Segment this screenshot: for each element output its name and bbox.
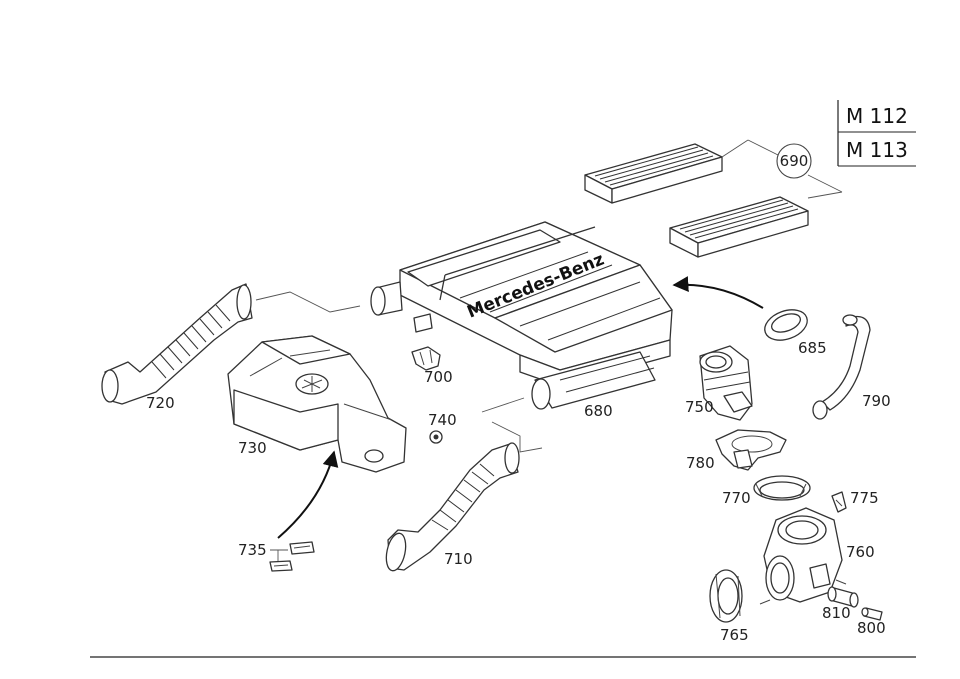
leader-720 bbox=[255, 291, 361, 313]
intake-duct-710 bbox=[385, 442, 520, 572]
part-label-750: 750 bbox=[685, 398, 714, 416]
plug-800 bbox=[861, 607, 883, 621]
air-mass-sensor-750 bbox=[699, 345, 753, 421]
part-label-730: 730 bbox=[238, 439, 267, 457]
bracket-780 bbox=[715, 429, 787, 471]
air-filter-housing: Mercedes-Benz bbox=[370, 221, 673, 410]
lower-housing-730 bbox=[227, 335, 407, 473]
sleeve-810 bbox=[827, 586, 859, 608]
fasteners-735 bbox=[269, 541, 315, 572]
hose-790 bbox=[812, 314, 871, 420]
part-label-690: 690 bbox=[780, 152, 809, 170]
part-label-760: 760 bbox=[846, 543, 875, 561]
part-label-720: 720 bbox=[146, 394, 175, 412]
part-label-710: 710 bbox=[444, 550, 473, 568]
part-label-680: 680 bbox=[584, 402, 613, 420]
clamp-ring-770 bbox=[753, 475, 811, 501]
air-filter-element-1 bbox=[584, 143, 723, 204]
arrow-685-to-housing bbox=[672, 276, 764, 309]
engine-code-2: M 113 bbox=[846, 138, 908, 162]
grommet-740 bbox=[429, 430, 443, 444]
part-label-810: 810 bbox=[822, 604, 851, 622]
engine-code-table: M 112 M 113 bbox=[837, 100, 916, 167]
part-label-790: 790 bbox=[862, 392, 891, 410]
part-label-735: 735 bbox=[238, 541, 267, 559]
callout-690: 690 bbox=[721, 139, 843, 199]
clip-775 bbox=[831, 491, 847, 513]
part-label-700: 700 bbox=[424, 368, 453, 386]
part-label-775: 775 bbox=[850, 489, 879, 507]
part-label-770: 770 bbox=[722, 489, 751, 507]
leader-710 bbox=[481, 397, 543, 453]
engine-code-1: M 112 bbox=[846, 104, 908, 128]
seal-ring-685 bbox=[764, 309, 808, 341]
part-label-780: 780 bbox=[686, 454, 715, 472]
part-label-800: 800 bbox=[857, 619, 886, 637]
air-filter-element-2 bbox=[669, 196, 809, 258]
throttle-housing-760 bbox=[759, 507, 847, 605]
ring-765 bbox=[709, 569, 743, 623]
intake-duct-720 bbox=[101, 283, 253, 405]
part-label-740: 740 bbox=[428, 411, 457, 429]
part-label-765: 765 bbox=[720, 626, 749, 644]
part-label-685: 685 bbox=[798, 339, 827, 357]
clip-700 bbox=[411, 346, 441, 371]
arrow-735-to-housing bbox=[277, 450, 339, 539]
